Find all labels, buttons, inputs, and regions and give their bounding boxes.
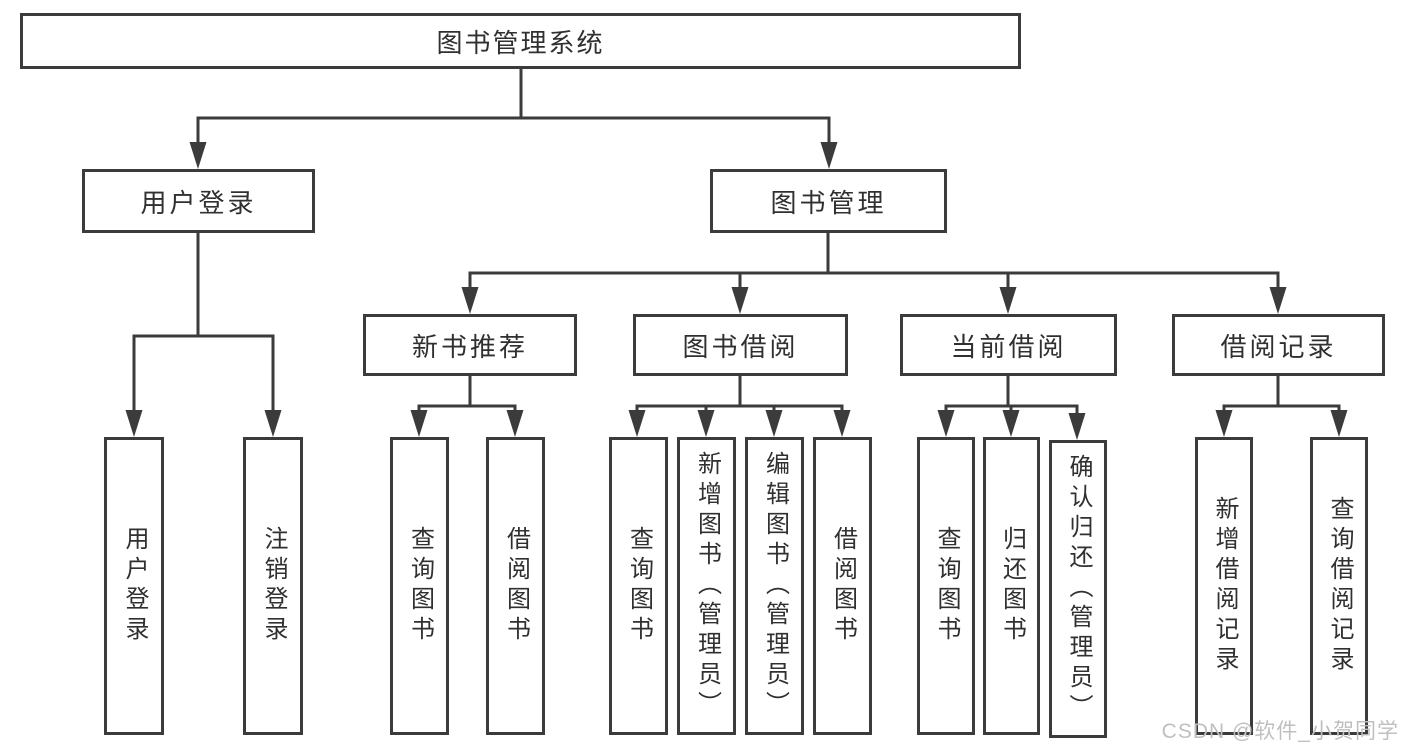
leaf-cb-query-books: 查询图书 [917, 437, 975, 735]
leaf-label: 新增图书（管理员） [693, 451, 721, 721]
leaf-nb-query-books: 查询图书 [390, 437, 449, 735]
leaf-label: 新增借阅记录 [1211, 496, 1238, 676]
node-current-borrow: 当前借阅 [900, 314, 1117, 376]
leaf-label: 确认归还（管理员） [1065, 454, 1092, 724]
leaf-bb-borrow-books: 借阅图书 [813, 437, 872, 735]
node-book-management: 图书管理 [710, 169, 947, 233]
leaf-label: 用户登录 [121, 526, 148, 646]
leaf-label: 借阅图书 [502, 526, 530, 646]
leaf-label: 编辑图书（管理员） [761, 451, 789, 721]
leaf-br-query-record: 查询借阅记录 [1310, 437, 1368, 735]
node-library-system: 图书管理系统 [20, 13, 1021, 69]
leaf-label: 注销登录 [260, 526, 287, 646]
leaf-nb-borrow-books: 借阅图书 [486, 437, 545, 735]
leaf-label: 查询图书 [625, 526, 653, 646]
leaf-bb-edit-books-admin: 编辑图书（管理员） [745, 437, 804, 735]
leaf-logout: 注销登录 [243, 437, 303, 735]
leaf-label: 查询图书 [406, 526, 434, 646]
leaf-label: 查询借阅记录 [1326, 496, 1353, 676]
leaf-cb-confirm-return-admin: 确认归还（管理员） [1049, 440, 1107, 738]
node-user-login: 用户登录 [82, 169, 315, 233]
leaf-label: 借阅图书 [829, 526, 857, 646]
leaf-label: 查询图书 [933, 526, 960, 646]
leaf-cb-return-books: 归还图书 [983, 437, 1040, 735]
leaf-bb-query-books: 查询图书 [609, 437, 668, 735]
leaf-label: 归还图书 [998, 526, 1026, 646]
node-book-borrow: 图书借阅 [633, 314, 848, 376]
node-borrow-records: 借阅记录 [1172, 314, 1385, 376]
leaf-user-login: 用户登录 [104, 437, 164, 735]
csdn-watermark: CSDN @软件_小贺同学 [1161, 720, 1399, 743]
leaf-br-add-record: 新增借阅记录 [1195, 437, 1253, 735]
node-new-book-recommend: 新书推荐 [363, 314, 577, 376]
leaf-bb-add-books-admin: 新增图书（管理员） [677, 437, 736, 735]
